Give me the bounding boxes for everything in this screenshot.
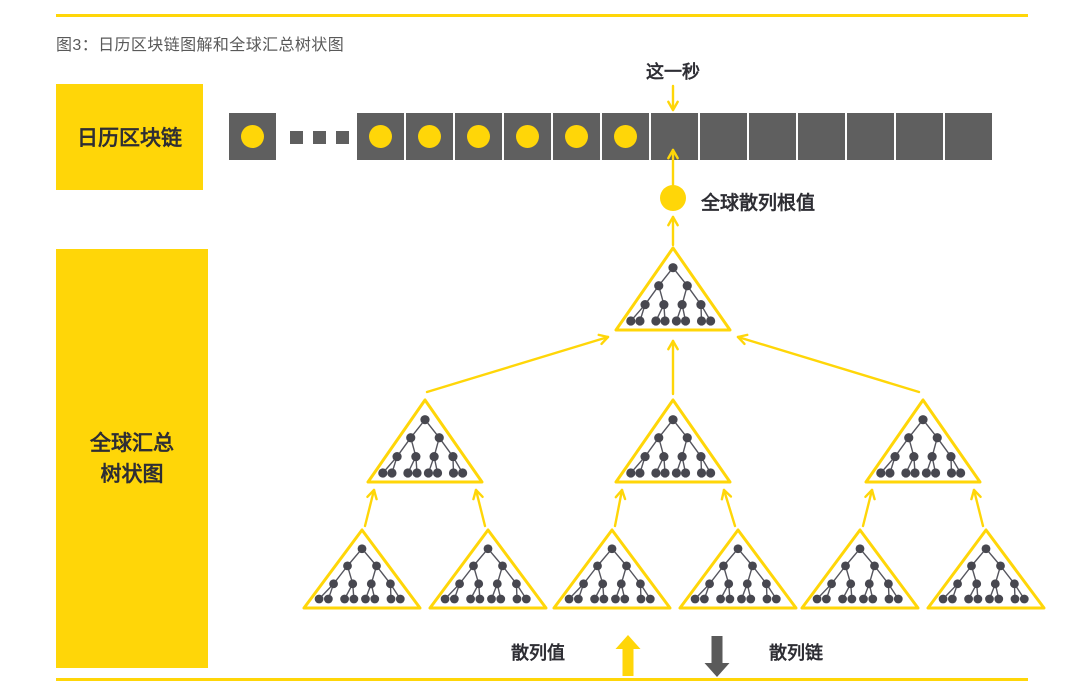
calendar-block-filled [553,113,600,160]
calendar-block-empty [798,113,845,160]
calendar-block-filled [602,113,649,160]
top-rule [56,14,1028,17]
calendar-block-filled [406,113,453,160]
aggregation-tree-label-box: 全球汇总 树状图 [56,249,208,668]
calendar-block-empty [847,113,894,160]
block-hash-dot [418,125,441,148]
calendar-chain-label-box: 日历区块链 [56,84,203,190]
block-hash-dot [369,125,392,148]
figure-title: 图3：日历区块链图解和全球汇总树状图 [56,37,345,54]
legend-hash-chain-label: 散列链 [769,643,823,663]
bottom-rule [56,678,1028,681]
calendar-block-filled [455,113,502,160]
legend-hash-value-label: 散列值 [511,643,565,663]
block-hash-dot [614,125,637,148]
calendar-block-filled [357,113,404,160]
global-hash-root-label: 全球散列根值 [701,193,816,214]
this-second-label: 这一秒 [646,62,700,82]
block-hash-dot [467,125,490,148]
block-hash-dot [241,125,264,148]
aggregation-tree-label-line2: 树状图 [100,462,164,486]
calendar-block-empty [945,113,992,160]
aggregation-tree-label: 全球汇总 树状图 [90,428,174,490]
block-hash-dot [516,125,539,148]
chain-ellipsis-dot [336,131,349,144]
calendar-block-filled [504,113,551,160]
calendar-block-filled [229,113,276,160]
chain-ellipsis-dot [290,131,303,144]
calendar-chain-label: 日历区块链 [77,127,182,150]
calendar-block-empty [700,113,747,160]
aggregation-tree-label-line1: 全球汇总 [90,431,174,455]
calendar-block-current [651,113,698,160]
calendar-block-empty [896,113,943,160]
block-hash-dot [565,125,588,148]
calendar-block-empty [749,113,796,160]
chain-ellipsis-dot [313,131,326,144]
